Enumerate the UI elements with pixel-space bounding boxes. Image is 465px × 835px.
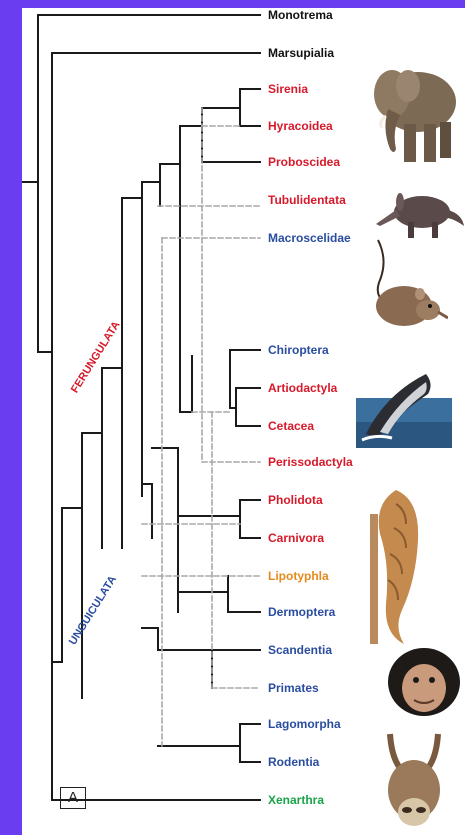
panel-label: A <box>60 787 86 809</box>
taxon-label-tubulidentata: Tubulidentata <box>268 193 346 207</box>
taxon-label-macroscelidae: Macroscelidae <box>268 231 351 245</box>
aardvark-image <box>374 184 465 242</box>
sloth-image <box>376 730 454 832</box>
taxon-label-sirenia: Sirenia <box>268 82 308 96</box>
taxon-label-carnivora: Carnivora <box>268 531 324 545</box>
taxon-label-lagomorpha: Lagomorpha <box>268 717 341 731</box>
pangolin-image <box>366 484 432 652</box>
taxon-label-perissodactyla: Perissodactyla <box>268 455 353 469</box>
whale-image <box>356 364 452 448</box>
taxon-label-pholidota: Pholidota <box>268 493 323 507</box>
taxon-label-artiodactyla: Artiodactyla <box>268 381 337 395</box>
taxon-label-xenarthra: Xenarthra <box>268 793 324 807</box>
taxon-label-primates: Primates <box>268 681 319 695</box>
chimpanzee-image <box>380 642 465 722</box>
taxon-label-hyracoidea: Hyracoidea <box>268 119 333 133</box>
taxon-label-cetacea: Cetacea <box>268 419 314 433</box>
taxon-label-dermoptera: Dermoptera <box>268 605 335 619</box>
elephant-image <box>358 54 465 172</box>
taxon-label-marsupialia: Marsupialia <box>268 46 334 60</box>
taxon-label-rodentia: Rodentia <box>268 755 319 769</box>
elephant-shrew-image <box>358 236 448 342</box>
taxon-label-scandentia: Scandentia <box>268 643 332 657</box>
taxon-label-lipotyphla: Lipotyphla <box>268 569 329 583</box>
taxon-label-monotrema: Monotrema <box>268 8 333 22</box>
taxon-label-proboscidea: Proboscidea <box>268 155 340 169</box>
taxon-label-chiroptera: Chiroptera <box>268 343 329 357</box>
